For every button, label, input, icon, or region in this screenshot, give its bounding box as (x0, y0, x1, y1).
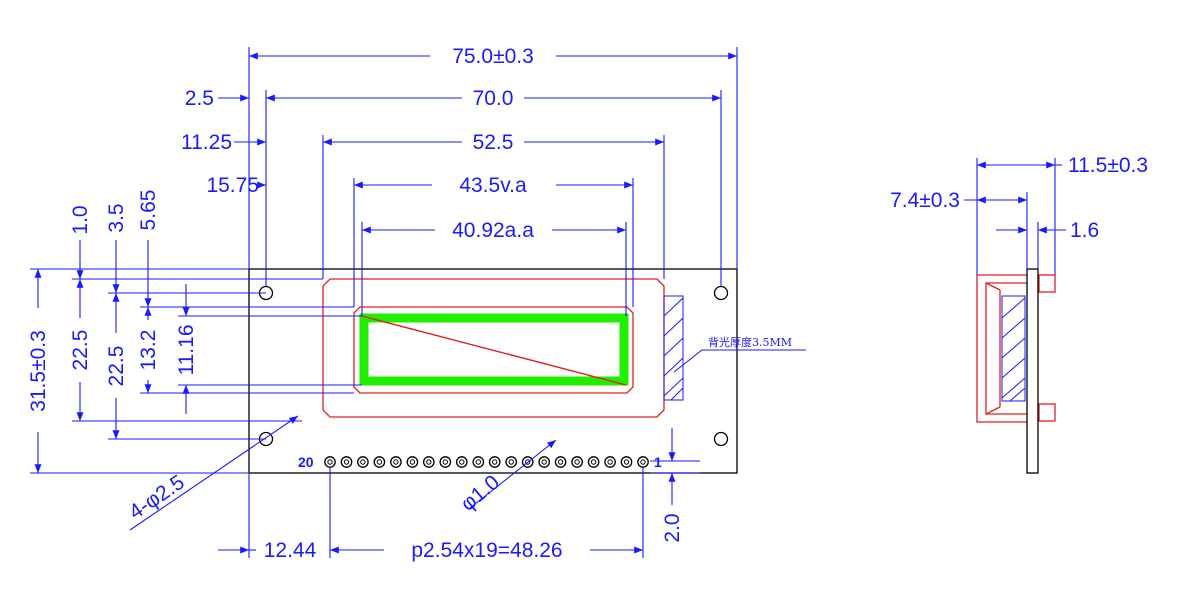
dim-overall-width: 75.0±0.3 (452, 45, 534, 68)
bezel-outer (322, 278, 665, 418)
dim-overall-height: 31.5±0.3 (27, 330, 50, 412)
pin-hole (472, 456, 485, 468)
pin-hole (455, 456, 468, 468)
dim-pin-offset-bottom: 2.0 (661, 513, 684, 542)
pin-hole-inner (640, 459, 646, 465)
dim-hole-pitch-v-b: 22.5 (105, 346, 128, 387)
pin-hole-inner (623, 459, 630, 465)
backlight-note: 背光厚度3.5MM (673, 335, 806, 373)
pin-header (324, 456, 649, 468)
pin-hole (604, 456, 616, 468)
pin-hole-inner (590, 459, 597, 465)
mount-hole-bottom-right (713, 431, 729, 447)
pin-hole-inner (343, 459, 350, 465)
top-dimensions: 75.0±0.3 70.0 2.5 52.5 11.25 43.5v.a 15.… (181, 45, 738, 316)
pin-hole-inner (442, 459, 448, 465)
dim-active-area-height: 11.16 (175, 325, 198, 376)
pin-hole-inner (475, 459, 481, 465)
active-area-diagonal (361, 315, 627, 386)
dim-view-area-height: 13.2 (137, 330, 160, 371)
side-pcb (1026, 268, 1039, 474)
pin-hole-inner (607, 459, 613, 465)
pin-hole (422, 456, 435, 468)
pin-hole-inner (508, 459, 514, 465)
pin-hole-inner (525, 459, 531, 465)
backlight-thickness-note: 背光厚度3.5MM (708, 335, 792, 349)
pin-hole (620, 456, 633, 468)
pin-hole (340, 456, 353, 468)
dim-top-offset-b: 3.5 (105, 203, 128, 232)
pin-hole (357, 456, 369, 468)
dim-active-area-width: 40.92a.a (452, 219, 534, 242)
dim-view-area-width: 43.5v.a (459, 174, 527, 197)
side-backlight (1001, 295, 1026, 402)
dim-mount-holes: 4-φ2.5 (125, 471, 189, 524)
dim-side-module-thickness: 7.4±0.3 (890, 189, 960, 212)
pin-hole-inner (492, 459, 498, 465)
pin-hole (571, 456, 583, 468)
side-pin-bottom (1038, 403, 1056, 422)
dim-pin-pitch-total: p2.54x19=48.26 (411, 539, 562, 562)
dim-hole-pitch-h: 70.0 (473, 87, 514, 110)
pin-hole-inner (409, 459, 416, 465)
dim-view-offset-left: 15.75 (206, 174, 259, 197)
side-housing-inner (985, 282, 1027, 415)
pin-hole (324, 456, 336, 468)
dim-hole-pitch-v-a: 22.5 (69, 330, 92, 371)
pin-hole-inner (393, 459, 399, 465)
active-area (359, 313, 629, 386)
pin-hole (439, 456, 452, 468)
pin-label-first: 20 (298, 454, 314, 470)
pin-hole (538, 456, 551, 468)
pin-hole (390, 456, 402, 468)
pin-hole (406, 456, 419, 468)
dim-side-pcb-thickness: 1.6 (1070, 219, 1099, 242)
left-dimensions: 31.5±0.3 22.5 22.5 13.2 11.16 1.0 3.5 5.… (27, 190, 362, 474)
pin-hole-inner (557, 459, 564, 465)
pin-hole-inner (574, 459, 580, 465)
pin-label-last: 1 (654, 454, 662, 470)
pin-hole-inner (376, 459, 383, 465)
dim-bezel-width: 52.5 (473, 131, 514, 154)
pin-hole (373, 456, 386, 468)
dim-bezel-offset-left: 11.25 (181, 131, 232, 154)
pin-hole-inner (541, 459, 547, 465)
pin-hole (521, 456, 534, 468)
pin-hole (488, 456, 501, 468)
module-outline (248, 268, 738, 474)
pin-hole-inner (426, 459, 432, 465)
side-housing-outer (976, 274, 1027, 423)
pin-hole (637, 456, 649, 468)
pin-hole (587, 456, 600, 468)
pin-hole-inner (459, 459, 465, 465)
pin-hole-inner (327, 459, 333, 465)
dim-hole-offset-left: 2.5 (185, 87, 214, 110)
side-view: 11.5±0.3 7.4±0.3 1.6 (890, 154, 1148, 474)
backlight-led-block (663, 295, 684, 401)
dim-pin-offset-left: 12.44 (264, 539, 317, 562)
side-pin-top (1038, 274, 1056, 293)
front-view: 20 1 (248, 268, 738, 474)
bottom-dimensions: 4-φ2.5 φ1.0 12.44 p2.54x19=48.26 2.0 (125, 415, 700, 562)
pin-hole (505, 456, 518, 468)
dim-side-total-thickness: 11.5±0.3 (1068, 154, 1148, 177)
dim-top-offset-c: 5.65 (137, 190, 160, 231)
bezel-inner (353, 306, 634, 394)
dim-pin-hole: φ1.0 (456, 471, 504, 516)
pin-hole (554, 456, 567, 468)
dim-top-offset-a: 1.0 (69, 205, 92, 234)
pin-hole-inner (360, 459, 366, 465)
mount-hole-top-right (713, 285, 729, 301)
